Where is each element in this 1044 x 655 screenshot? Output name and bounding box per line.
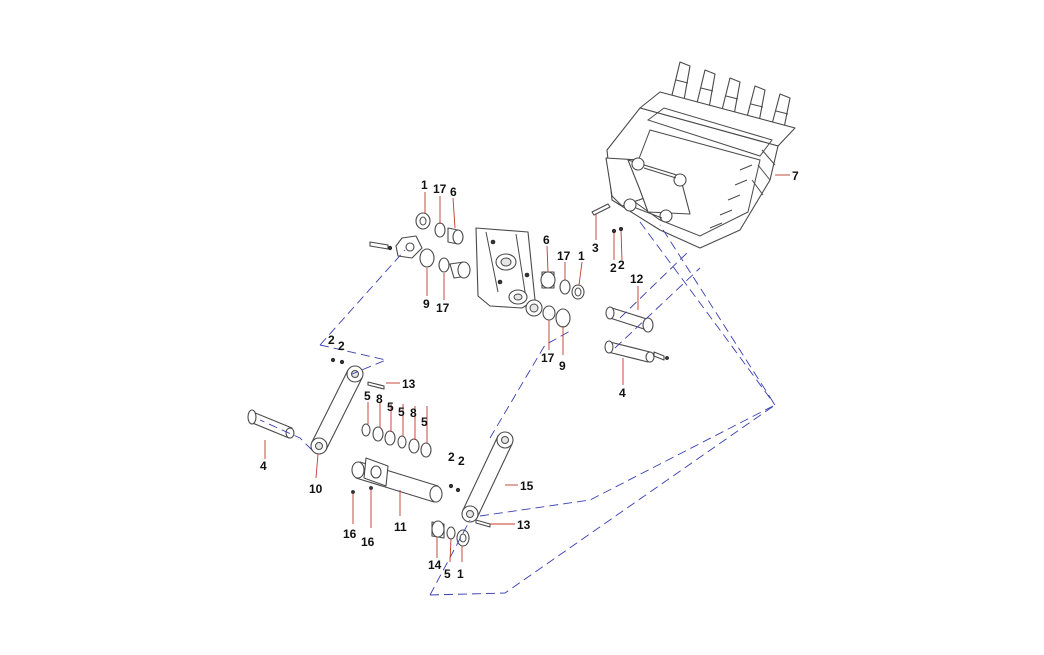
callout-11: 11 (394, 520, 407, 534)
link-10-fasteners (330, 357, 385, 390)
callout-8-b: 8 (410, 406, 417, 420)
callout-1-a: 1 (421, 178, 428, 192)
callout-2-e: 2 (448, 450, 455, 464)
tube-11 (351, 457, 443, 503)
bucket-part-7 (605, 61, 796, 249)
arm-end (475, 227, 536, 309)
callout-2-c: 2 (328, 333, 335, 347)
seal-row (361, 423, 432, 458)
bucket-fasteners (591, 203, 624, 234)
upper-right-pin-group (525, 271, 585, 328)
callout-10: 10 (309, 482, 323, 496)
callout-5-b: 5 (387, 400, 394, 414)
callout-7: 7 (792, 169, 799, 183)
pin-12 (605, 306, 654, 333)
callout-16-a: 16 (343, 527, 357, 541)
leader-lines (264, 174, 790, 563)
callout-labels: 1 17 6 6 17 1 3 2 2 7 12 9 17 17 9 4 2 2… (260, 169, 799, 581)
callout-6-b: 6 (543, 233, 550, 247)
callout-9-a: 9 (423, 297, 430, 311)
pin-4-left (247, 409, 295, 439)
callout-1-c: 1 (457, 567, 464, 581)
upper-left-pin-group (369, 212, 471, 279)
callout-12: 12 (630, 272, 644, 286)
pin-4-right (604, 340, 669, 363)
callout-5-a: 5 (364, 389, 371, 403)
callout-5-d: 5 (421, 415, 428, 429)
callout-5-c: 5 (398, 405, 405, 419)
callout-13-a: 13 (402, 377, 416, 391)
callout-8-a: 8 (376, 392, 383, 406)
callout-13-b: 13 (517, 518, 531, 532)
callout-15: 15 (520, 479, 534, 493)
link-15 (461, 431, 514, 523)
callout-4-a: 4 (619, 386, 626, 400)
callout-3: 3 (592, 241, 599, 255)
callout-5-e: 5 (444, 567, 451, 581)
callout-2-a: 2 (610, 261, 617, 275)
callout-6-a: 6 (450, 185, 457, 199)
callout-2-b: 2 (618, 258, 625, 272)
callout-17-c: 17 (436, 301, 450, 315)
callout-2-d: 2 (338, 339, 345, 353)
callout-17-a: 17 (433, 182, 447, 196)
link-10 (310, 365, 364, 455)
callout-16-b: 16 (361, 535, 375, 549)
callout-17-b: 17 (557, 249, 571, 263)
callout-17-d: 17 (541, 351, 555, 365)
link-15-fasteners (351, 483, 491, 528)
callout-9-b: 9 (559, 359, 566, 373)
callout-14: 14 (428, 558, 442, 572)
callout-4-b: 4 (260, 459, 267, 473)
callout-1-b: 1 (578, 249, 585, 263)
callout-2-f: 2 (458, 454, 465, 468)
bucket-teeth (671, 61, 791, 129)
